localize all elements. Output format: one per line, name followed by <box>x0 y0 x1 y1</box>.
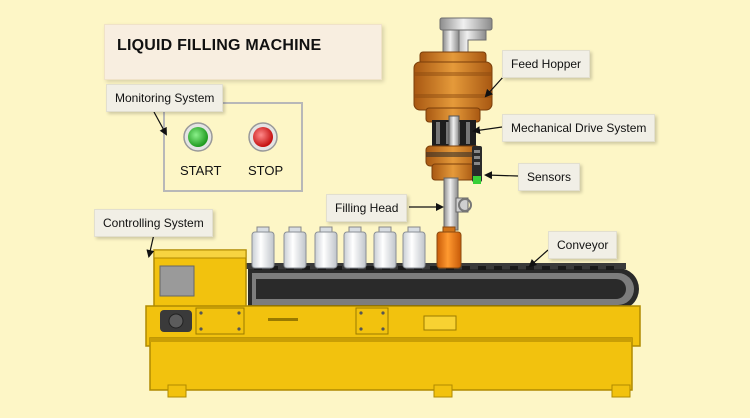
start-button[interactable] <box>188 127 208 147</box>
start-label: START <box>180 163 222 178</box>
empty-bottle <box>251 226 275 269</box>
monitoring-panel <box>163 102 303 192</box>
label-controlling-system: Controlling System <box>94 209 213 237</box>
stop-label: STOP <box>248 163 284 178</box>
empty-bottle <box>402 226 426 269</box>
arrow-controlling <box>146 233 155 258</box>
stop-button[interactable] <box>253 127 273 147</box>
label-mechanical-drive-system: Mechanical Drive System <box>502 114 656 142</box>
label-filling-head: Filling Head <box>326 194 408 222</box>
sensor-probe <box>472 146 482 184</box>
page-title: LIQUID FILLING MACHINE <box>117 37 322 54</box>
label-sensors: Sensors <box>518 163 581 191</box>
label-conveyor: Conveyor <box>548 231 618 259</box>
label-feed-hopper: Feed Hopper <box>502 50 591 78</box>
title-box: LIQUID FILLING MACHINE <box>104 24 382 80</box>
valve-handle <box>455 197 472 213</box>
arrow-conveyor <box>528 249 549 268</box>
empty-bottle <box>373 226 397 269</box>
arrow-feed-hopper <box>484 75 505 98</box>
empty-bottle <box>283 226 307 269</box>
filled-bottle <box>436 226 462 269</box>
machine-body <box>145 249 641 398</box>
sensor-ring <box>425 145 481 181</box>
arrow-mechanical-drive <box>472 126 503 135</box>
label-monitoring-system: Monitoring System <box>106 84 224 112</box>
empty-bottle <box>314 226 338 269</box>
conveyor-belt <box>246 263 639 310</box>
arrow-sensors <box>484 171 519 180</box>
feed-hopper <box>413 51 493 123</box>
empty-bottle <box>343 226 367 269</box>
arrow-monitoring <box>153 111 167 136</box>
mechanical-drive <box>432 115 476 153</box>
